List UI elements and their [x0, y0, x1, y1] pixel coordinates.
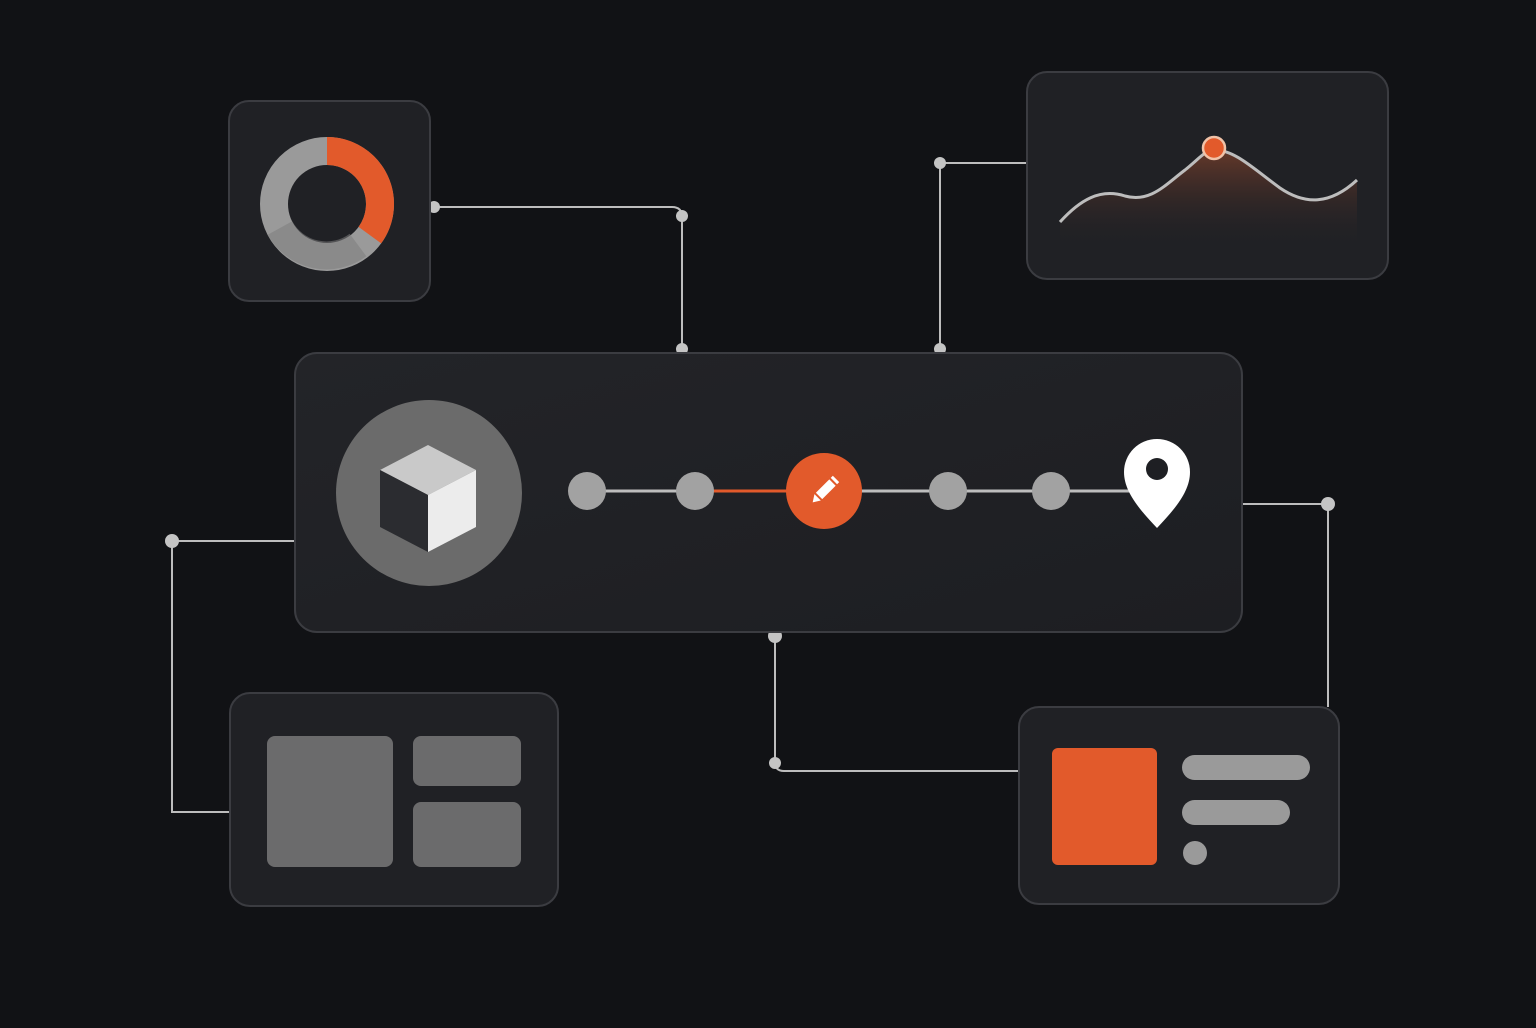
- timeline: [568, 439, 1190, 529]
- donut-chart-icon: [260, 137, 394, 271]
- connector-main-right: [1243, 503, 1329, 707]
- content-dot: [1183, 841, 1207, 865]
- connector-node: [1321, 497, 1335, 511]
- donut-accent-segment: [326, 137, 394, 244]
- connector-node: [769, 757, 781, 769]
- connector-node: [165, 534, 179, 548]
- donut-card[interactable]: [228, 100, 431, 302]
- pencil-icon: [812, 475, 840, 503]
- content-text-line: [1182, 800, 1290, 825]
- area-chart-card[interactable]: [1026, 71, 1389, 280]
- layout-grid-icon: [267, 736, 521, 867]
- timeline-step-active[interactable]: [786, 453, 862, 529]
- main-panel: [294, 352, 1243, 633]
- connector-main-left: [171, 540, 294, 813]
- content-thumbnail: [1052, 748, 1157, 865]
- donut-shade-segment: [267, 220, 367, 270]
- peak-point: [1201, 135, 1227, 161]
- timeline-step-2[interactable]: [676, 472, 714, 510]
- connector-node: [676, 210, 688, 222]
- location-pin-icon[interactable]: [1124, 439, 1190, 528]
- area-line: [1058, 148, 1359, 224]
- hub-node[interactable]: [336, 400, 522, 586]
- area-chart-icon: [1058, 135, 1359, 250]
- connector-node: [934, 157, 946, 169]
- cube-icon: [380, 445, 476, 552]
- content-card[interactable]: [1018, 706, 1340, 905]
- area-fill: [1060, 150, 1357, 250]
- timeline-step-5[interactable]: [1032, 472, 1070, 510]
- content-text-line: [1182, 755, 1310, 780]
- timeline-step-4[interactable]: [929, 472, 967, 510]
- connector-area-main: [939, 162, 1026, 349]
- connector-donut-main: [434, 206, 683, 349]
- layout-card[interactable]: [229, 692, 559, 907]
- connector-main-bottom: [774, 636, 1018, 772]
- timeline-step-1[interactable]: [568, 472, 606, 510]
- content-card-icon: [1052, 748, 1310, 865]
